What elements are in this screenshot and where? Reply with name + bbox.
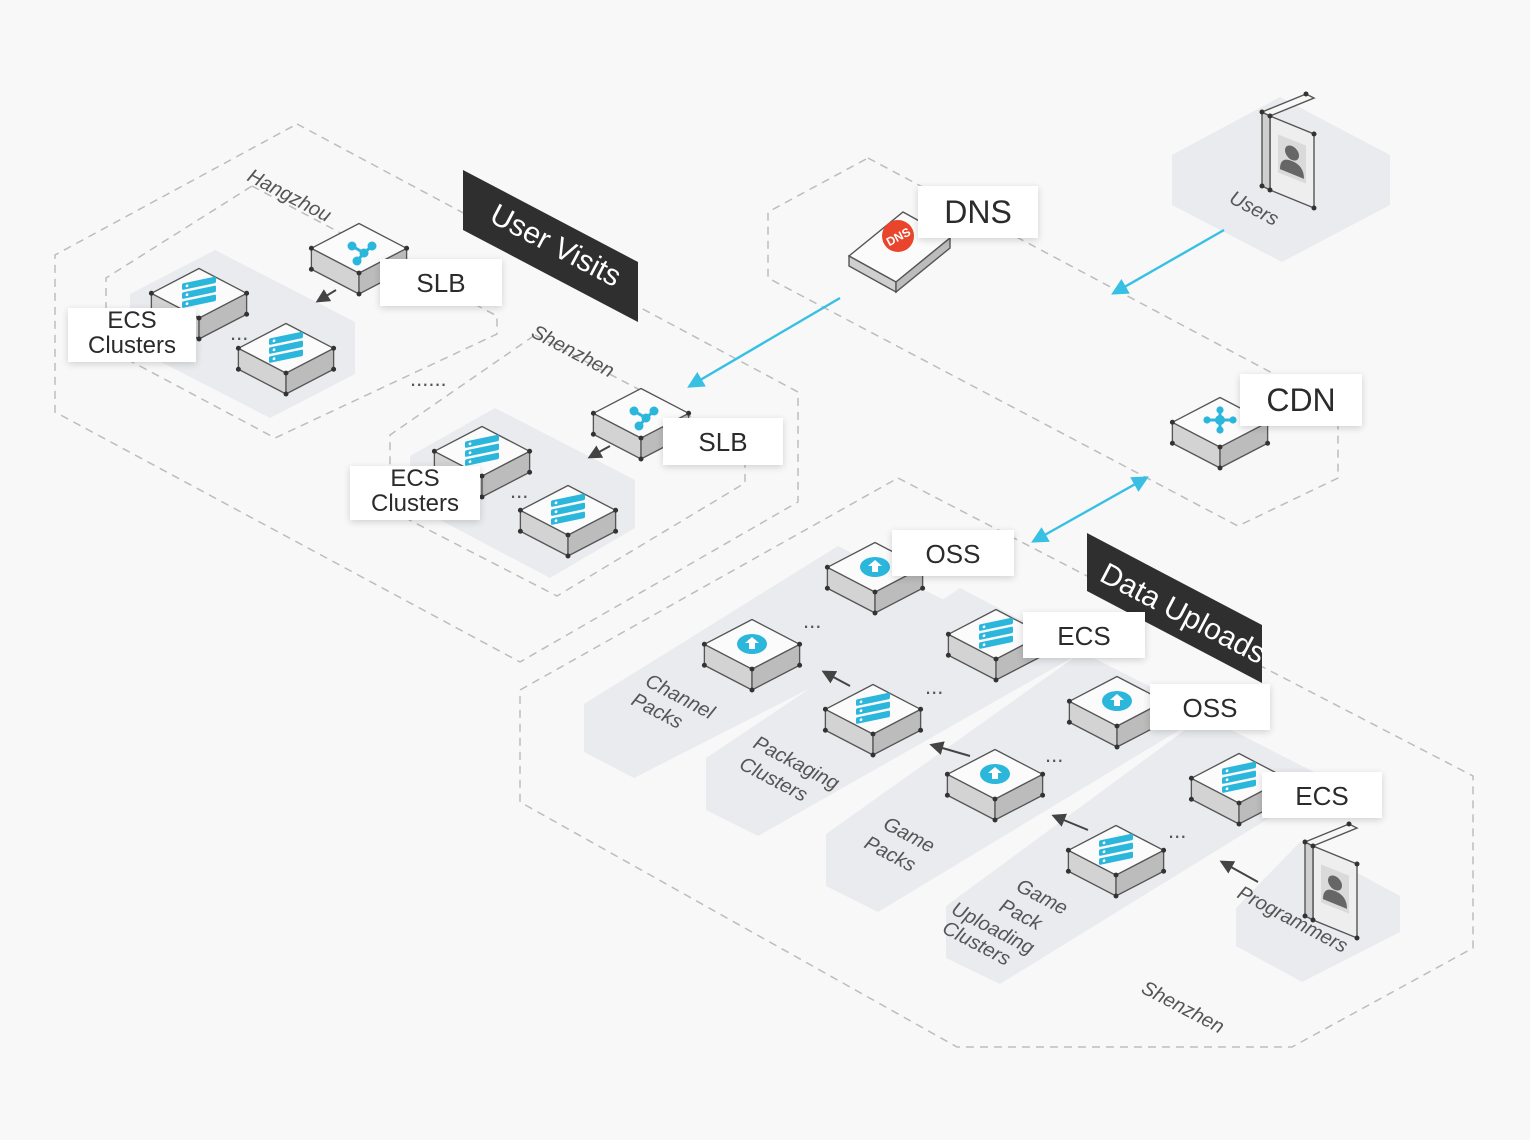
ecs-top-text: ECS bbox=[1057, 621, 1111, 651]
shenzhen-slb-text: SLB bbox=[698, 427, 748, 457]
dns-label: DNS bbox=[918, 186, 1038, 238]
user-visits-region bbox=[54, 123, 799, 663]
oss-mid-text: OSS bbox=[1182, 693, 1238, 723]
shenzhen-ecs-label: ECS Clusters bbox=[350, 466, 480, 520]
ellipsis-shenzhen: ... bbox=[510, 478, 528, 503]
dns-icon: DNS bbox=[882, 220, 914, 252]
arrow-dns-to-slb bbox=[687, 296, 841, 388]
data-uploads-banner: Data Uploads bbox=[1087, 533, 1271, 683]
cdn-label-text: CDN bbox=[1266, 382, 1336, 418]
shenzhen-bottom-caption: Shenzhen bbox=[1138, 977, 1228, 1038]
ecs-top-label: ECS bbox=[1023, 612, 1145, 658]
arrow-programmers-to-uploading bbox=[1219, 860, 1259, 883]
flow-arrows bbox=[687, 228, 1225, 543]
hangzhou-ecs-line2: Clusters bbox=[87, 332, 177, 359]
hangzhou-region bbox=[105, 185, 498, 439]
ellipsis-channel: ... bbox=[803, 608, 821, 633]
dns-label-text: DNS bbox=[944, 194, 1012, 230]
ecs-bottom-text: ECS bbox=[1295, 781, 1349, 811]
oss-icon bbox=[737, 634, 767, 654]
shenzhen-top-caption: Shenzhen bbox=[528, 321, 618, 382]
oss-icon bbox=[980, 764, 1010, 784]
oss-top-text: OSS bbox=[925, 539, 981, 569]
arrow-hangzhou-slb-ecs bbox=[315, 289, 337, 303]
oss-mid-label: OSS bbox=[1150, 684, 1270, 730]
oss-icon bbox=[860, 557, 890, 577]
shenzhen-top-region bbox=[389, 334, 746, 597]
ellipsis-hangzhou: ... bbox=[230, 320, 248, 345]
internal-arrows bbox=[315, 289, 1259, 883]
arrow-shenzhen-slb-ecs bbox=[587, 445, 611, 459]
hangzhou-slb-label: SLB bbox=[380, 259, 502, 306]
shenzhen-ecs-line1: ECS bbox=[390, 465, 440, 492]
ellipsis-uploading: ... bbox=[1168, 818, 1186, 843]
arrow-cdn-oss bbox=[1031, 476, 1149, 543]
ellipsis-game-packs: ... bbox=[1045, 742, 1063, 767]
ellipsis-packaging: ... bbox=[925, 674, 943, 699]
shenzhen-slb-label: SLB bbox=[663, 418, 783, 465]
oss-top-label: OSS bbox=[892, 530, 1014, 576]
cluster-tiles bbox=[130, 97, 1400, 984]
shenzhen-ecs-line2: Clusters bbox=[370, 490, 460, 517]
arrow-packaging-to-channel bbox=[821, 670, 851, 687]
arrow-gamepacks-to-packaging bbox=[929, 741, 971, 757]
arrow-uploading-to-gamepacks bbox=[1051, 813, 1089, 831]
arrow-users-to-edge bbox=[1111, 228, 1225, 295]
ecs-bottom-label: ECS bbox=[1262, 772, 1382, 818]
hangzhou-slb-text: SLB bbox=[416, 268, 466, 298]
hangzhou-ecs-label: ECS Clusters bbox=[68, 308, 196, 362]
cdn-label: CDN bbox=[1240, 374, 1362, 426]
data-uploads-region bbox=[519, 477, 1474, 1048]
hangzhou-caption: Hangzhou bbox=[244, 165, 335, 227]
oss-icon bbox=[1102, 691, 1132, 711]
hangzhou-ecs-line1: ECS bbox=[107, 307, 157, 334]
ellipsis-user-visits: ...... bbox=[410, 366, 447, 391]
